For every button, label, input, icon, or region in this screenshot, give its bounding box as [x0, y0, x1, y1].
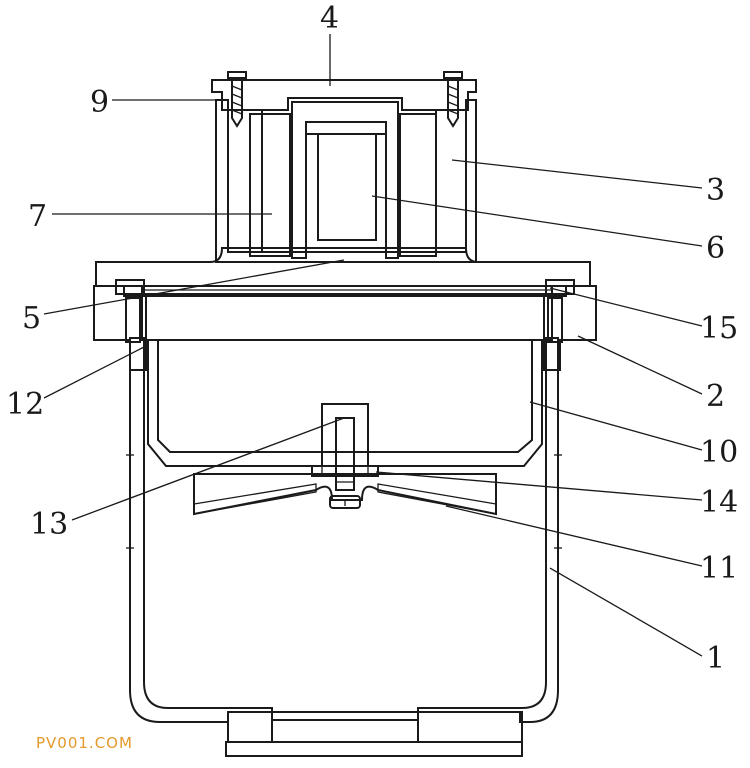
inner-sleeve-part-6	[291, 101, 399, 259]
plate-part-5	[141, 285, 553, 295]
label-9: 9	[90, 85, 109, 120]
collar-part-2	[93, 247, 597, 371]
label-7: 7	[28, 199, 47, 234]
label-13: 13	[30, 507, 68, 542]
stud-part-13	[321, 403, 369, 491]
watermark: PV001.COM	[36, 734, 133, 752]
label-10: 10	[700, 435, 738, 470]
label-2: 2	[706, 379, 725, 414]
top-cover-part-4	[211, 79, 477, 111]
insulation-part-7	[249, 113, 437, 257]
label-6: 6	[706, 231, 725, 266]
inner-cup-part-10	[141, 295, 553, 467]
label-5: 5	[22, 301, 41, 336]
label-14: 14	[700, 485, 738, 520]
screw-left-part-9	[227, 71, 247, 128]
screw-right-part-9	[443, 71, 463, 128]
label-1: 1	[706, 641, 725, 676]
housing-part-1	[126, 337, 562, 757]
label-12: 12	[6, 387, 44, 422]
seal-part-12	[125, 297, 563, 343]
label-4: 4	[320, 1, 339, 36]
label-15: 15	[700, 311, 738, 346]
label-3: 3	[706, 173, 725, 208]
leader-lines	[43, 34, 703, 657]
disc-part-11	[193, 473, 497, 516]
seal-part-15	[115, 279, 575, 295]
label-11: 11	[700, 551, 738, 586]
